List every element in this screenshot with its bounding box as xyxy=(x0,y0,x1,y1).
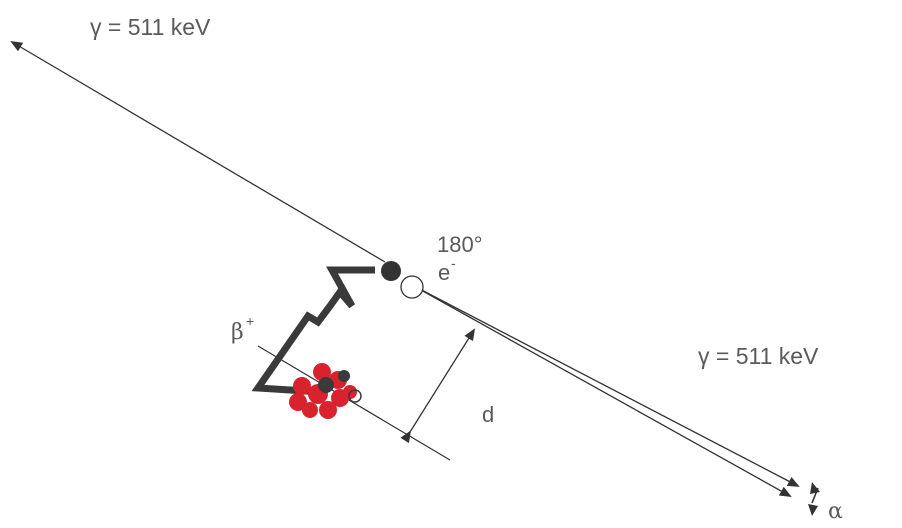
positron-icon xyxy=(400,275,424,299)
gamma-ray-lower-ideal xyxy=(411,284,800,487)
nucleus-baseline xyxy=(257,345,451,461)
distance-arrow xyxy=(400,328,476,444)
positron-path xyxy=(251,266,375,396)
gamma-ray-upper xyxy=(10,40,386,263)
angle-label: 180° xyxy=(437,232,483,257)
gamma-label-lower: γ = 511 keV xyxy=(698,343,819,369)
beta-label: β xyxy=(231,320,244,345)
distance-label: d xyxy=(482,402,494,427)
deviation-arrow-head-bottom xyxy=(808,504,818,516)
electron-icon xyxy=(381,261,401,281)
gamma-ray-lower-deviated xyxy=(411,284,792,497)
electron-label: e xyxy=(438,260,450,285)
beta-label-sup: + xyxy=(246,313,254,329)
gamma-label-upper: γ = 511 keV xyxy=(90,14,211,40)
deviation-label: α xyxy=(828,499,843,523)
electron-label-sup: - xyxy=(451,255,456,271)
deviation-arrow-head-top xyxy=(810,482,820,494)
nucleus-icon xyxy=(289,363,362,419)
